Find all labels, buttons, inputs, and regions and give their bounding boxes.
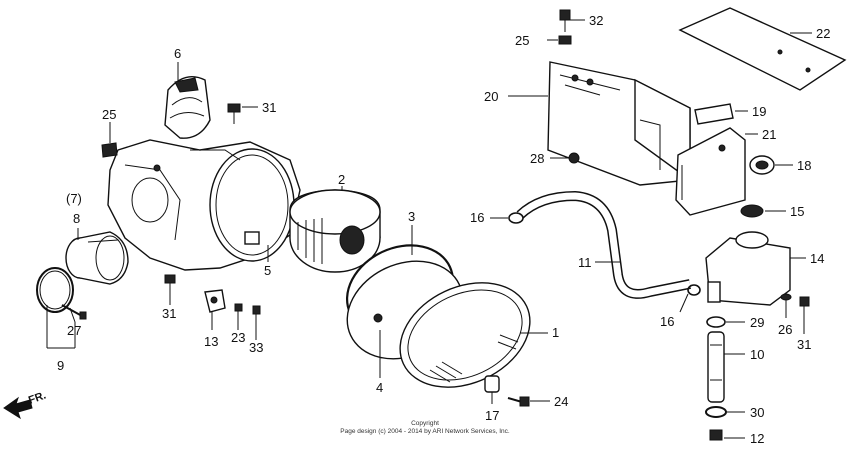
part-8-connecting-tube bbox=[65, 231, 129, 285]
callout-7: (7) bbox=[66, 191, 82, 206]
callout-1: 1 bbox=[552, 325, 559, 340]
part-30-clamp bbox=[705, 406, 727, 418]
callout-24: 24 bbox=[554, 394, 568, 409]
callout-16b: 16 bbox=[660, 314, 674, 329]
part-32-bolt bbox=[559, 9, 571, 32]
copyright-line-2: Page design (c) 2004 - 2014 by ARI Netwo… bbox=[340, 428, 510, 435]
callout-20: 20 bbox=[484, 89, 498, 104]
part-6-clamp bbox=[164, 76, 211, 139]
part-10-tube bbox=[707, 331, 725, 403]
copyright-line-1: Copyright bbox=[411, 420, 439, 427]
leader-lines bbox=[46, 19, 812, 439]
part-18-grommet bbox=[749, 155, 775, 175]
callout-14: 14 bbox=[810, 251, 824, 266]
callout-5: 5 bbox=[264, 263, 271, 278]
callout-4: 4 bbox=[376, 380, 383, 395]
callout-8: 8 bbox=[73, 211, 80, 226]
copyright-notice: Copyright Page design (c) 2004 - 2014 by… bbox=[340, 420, 510, 435]
callout-11: 11 bbox=[578, 255, 592, 270]
part-27-screw bbox=[61, 304, 87, 320]
part-33-screw bbox=[252, 305, 261, 324]
part-26-washer bbox=[780, 293, 792, 301]
callout-6: 6 bbox=[174, 46, 181, 61]
part-22-pad bbox=[678, 7, 847, 91]
part-24-bolt bbox=[507, 396, 530, 407]
callout-25b: 25 bbox=[515, 33, 529, 48]
callout-27: 27 bbox=[67, 323, 81, 338]
callout-labels: 1 2 3 4 5 6 (7) 8 9 10 11 12 13 14 15 16… bbox=[57, 13, 830, 446]
part-31-bolt-top bbox=[227, 103, 241, 124]
part-16-clip-upper bbox=[508, 212, 524, 224]
part-12-plug bbox=[709, 429, 723, 441]
part-21-tank-cover bbox=[675, 127, 746, 216]
part-14-reservoir-tank bbox=[705, 231, 791, 306]
callout-21: 21 bbox=[762, 127, 776, 142]
callout-2: 2 bbox=[338, 172, 345, 187]
part-9-clamp-band bbox=[36, 267, 74, 313]
front-direction-arrow: FR. bbox=[3, 389, 48, 420]
part-25-cap-left bbox=[101, 142, 118, 158]
part-20-tank-case bbox=[547, 61, 691, 186]
callout-32: 32 bbox=[589, 13, 603, 28]
callout-13: 13 bbox=[204, 334, 218, 349]
callout-23: 23 bbox=[231, 330, 245, 345]
part-11-hose bbox=[516, 190, 691, 299]
callout-3: 3 bbox=[408, 209, 415, 224]
part-2-filter-element bbox=[289, 189, 381, 273]
part-13-bracket bbox=[204, 289, 226, 313]
callout-17: 17 bbox=[485, 408, 499, 423]
callout-26: 26 bbox=[778, 322, 792, 337]
callout-12: 12 bbox=[750, 431, 764, 446]
part-19-clip bbox=[694, 103, 734, 125]
part-15-rubber bbox=[740, 204, 764, 218]
air-cleaner-housing bbox=[107, 139, 301, 271]
part-16-clip-lower bbox=[687, 284, 701, 296]
callout-25a: 25 bbox=[102, 107, 116, 122]
callout-10: 10 bbox=[750, 347, 764, 362]
callout-30: 30 bbox=[750, 405, 764, 420]
callout-18: 18 bbox=[797, 158, 811, 173]
callout-31b: 31 bbox=[162, 306, 176, 321]
callout-22: 22 bbox=[816, 26, 830, 41]
part-28-nut bbox=[568, 152, 580, 164]
part-29-clamp bbox=[706, 316, 726, 328]
callout-28: 28 bbox=[530, 151, 544, 166]
part-17-collar bbox=[484, 375, 500, 393]
callout-15: 15 bbox=[790, 204, 804, 219]
part-31-bolt-right bbox=[799, 296, 810, 318]
callout-9: 9 bbox=[57, 358, 64, 373]
callout-33: 33 bbox=[249, 340, 263, 355]
callout-31c: 31 bbox=[797, 337, 811, 352]
part-31-bolt-left bbox=[164, 274, 176, 294]
callout-19: 19 bbox=[752, 104, 766, 119]
part-25-collar-right bbox=[558, 35, 572, 45]
callout-16a: 16 bbox=[470, 210, 484, 225]
front-direction-label: FR. bbox=[27, 389, 48, 406]
callout-29: 29 bbox=[750, 315, 764, 330]
part-23-nut bbox=[234, 303, 243, 312]
callout-31a: 31 bbox=[262, 100, 276, 115]
